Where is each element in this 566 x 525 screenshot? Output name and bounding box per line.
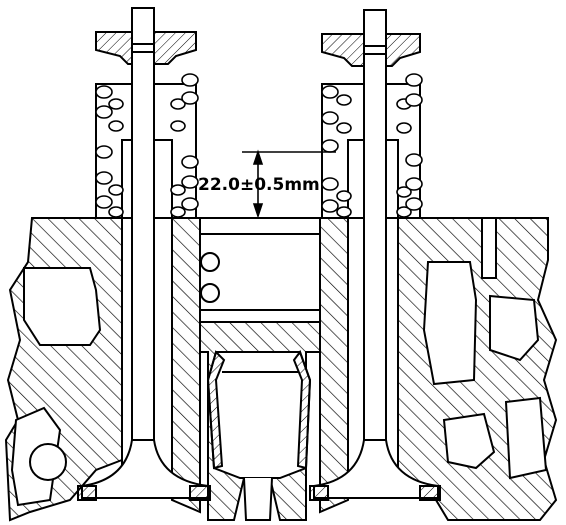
head-right-wall xyxy=(319,217,349,514)
left-valve-assembly xyxy=(77,7,211,501)
head-left-wall xyxy=(171,217,201,514)
left-bolt-hole xyxy=(29,443,67,481)
left-spring-outer xyxy=(95,83,197,219)
right-valve-seat xyxy=(309,485,441,501)
chamber-port-upper xyxy=(200,252,220,272)
dimension-tolerance: 0.5 xyxy=(254,175,284,195)
spring-height-dimension xyxy=(242,149,336,219)
right-valve-stem xyxy=(363,9,387,471)
injector-tip xyxy=(243,477,273,521)
right-edge-cavity xyxy=(504,396,548,480)
left-valve-seat xyxy=(77,485,211,501)
left-water-jacket xyxy=(23,267,102,346)
head-right-block xyxy=(397,217,558,521)
right-valve-assembly xyxy=(309,9,441,501)
dimension-value: 22.0 xyxy=(198,175,240,195)
chamber-port-lower xyxy=(200,283,220,303)
right-mid-cavity xyxy=(489,294,540,362)
right-spring-outer xyxy=(321,83,421,219)
right-bolt-slot xyxy=(481,217,497,279)
dimension-tolerance-symbol: ± xyxy=(240,175,254,195)
left-valve-stem xyxy=(131,7,155,471)
dimension-unit: mm xyxy=(284,175,319,195)
right-lower-cavity xyxy=(442,412,496,470)
dimension-arrow-top xyxy=(252,149,264,165)
head-cavities xyxy=(10,217,548,507)
dimension-arrow-bottom xyxy=(252,203,264,219)
injector-sleeve xyxy=(206,351,312,479)
dimension-label: 22.0±0.5mm xyxy=(198,175,320,195)
right-spring-coils xyxy=(321,73,423,218)
right-upper-cavity xyxy=(422,261,478,386)
left-spring-coils xyxy=(95,73,199,218)
center-chamber xyxy=(199,217,321,521)
